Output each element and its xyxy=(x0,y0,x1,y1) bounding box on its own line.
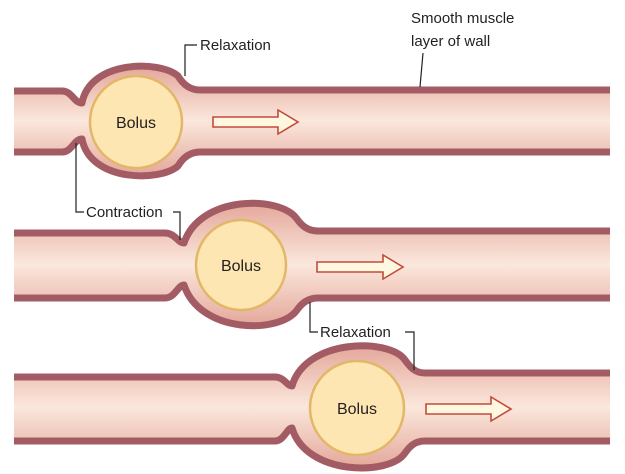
smooth-muscle-label-line1: Smooth muscle xyxy=(411,10,514,27)
bolus-label-2: Bolus xyxy=(221,258,261,275)
contraction-leader xyxy=(76,143,84,212)
panel-1: Bolus xyxy=(14,66,610,176)
smooth-muscle-leader xyxy=(420,53,423,87)
smooth-muscle-label-line2: layer of wall xyxy=(411,33,490,50)
contraction-label: Contraction xyxy=(86,204,163,221)
bolus-label-3: Bolus xyxy=(337,401,377,418)
relaxation-mid-leader xyxy=(310,302,318,332)
panel-3: Bolus xyxy=(14,346,610,468)
bolus-label-1: Bolus xyxy=(116,115,156,132)
relaxation-top-leader xyxy=(185,45,197,76)
relaxation-mid-label: Relaxation xyxy=(320,324,391,341)
relaxation-top-label: Relaxation xyxy=(200,37,271,54)
panel-2: Bolus xyxy=(14,203,610,325)
tube-lumen-2 xyxy=(14,203,610,325)
